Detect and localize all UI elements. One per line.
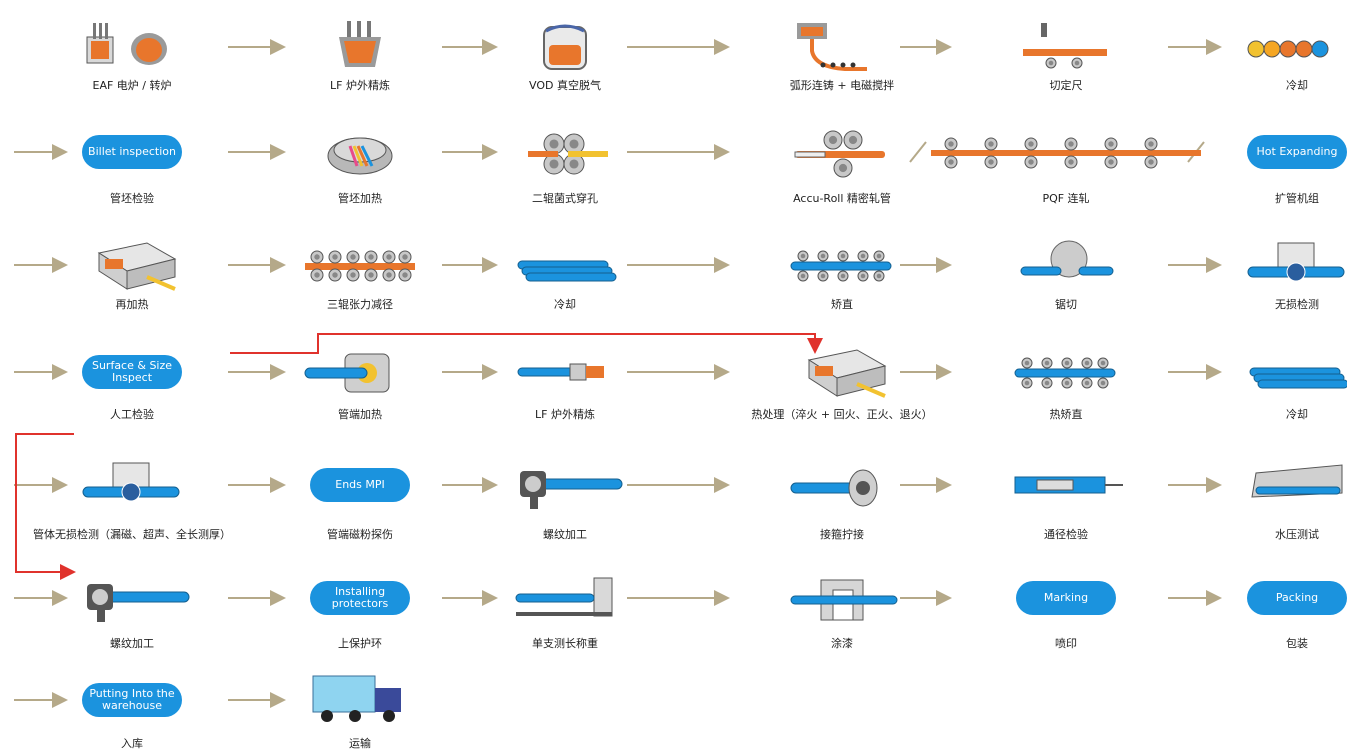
painting-icon	[790, 579, 898, 621]
process-pill: Putting Into the warehouse	[82, 683, 182, 717]
bypass-line	[15, 433, 76, 580]
process-step-label: VOD 真空脱气	[529, 79, 601, 92]
process-step-label: 单支测长称重	[532, 637, 598, 650]
process-step-label: 管端磁粉探伤	[327, 528, 393, 541]
process-step-label: 三辊张力减径	[327, 298, 393, 311]
process-step-label: 二辊菌式穿孔	[532, 192, 598, 205]
process-pill: Ends MPI	[310, 468, 410, 502]
hydro-test-icon	[1251, 464, 1343, 498]
heat-treatment-icon	[807, 349, 887, 398]
process-step-label: 冷却	[1286, 408, 1308, 421]
process-step-label: 管体无损检测（漏磁、超声、全长测厚）	[33, 528, 231, 541]
process-step-label: 管坯检验	[110, 192, 154, 205]
cooling-pipes-icon	[1249, 367, 1347, 389]
process-step-label: 入库	[121, 737, 143, 750]
process-step-label: 冷却	[1286, 79, 1308, 92]
straightening-icon	[790, 250, 892, 282]
process-step-label: 管坯加热	[338, 192, 382, 205]
cutting-icon	[1023, 23, 1107, 69]
stretch-reducing-icon	[305, 250, 415, 282]
vacuum-degassing-icon	[543, 24, 587, 70]
flow-separator	[909, 141, 927, 163]
accu-roll-icon	[794, 130, 885, 178]
process-step-label: 涂漆	[831, 637, 853, 650]
process-step-label: 运输	[349, 737, 371, 750]
saw-cutting-icon	[1020, 240, 1114, 278]
reheating-furnace-icon	[97, 242, 177, 291]
cooling-billets-icon	[1247, 40, 1329, 58]
ladle-furnace-icon	[339, 21, 381, 67]
process-step-label: LF 炉外精炼	[535, 408, 595, 421]
body-ndt-icon	[82, 462, 180, 502]
process-step-label: 喷印	[1055, 637, 1077, 650]
end-heating-icon	[304, 353, 390, 393]
process-step-label: 螺纹加工	[110, 637, 154, 650]
process-step-label: 人工检验	[110, 408, 154, 421]
process-step-label: 锯切	[1055, 298, 1077, 311]
process-step-label: 螺纹加工	[543, 528, 587, 541]
process-pill: Surface & Size Inspect	[82, 355, 182, 389]
process-step-label: 热处理（淬火 + 回火、正火、退火）	[751, 408, 933, 421]
process-pill: Marking	[1016, 581, 1116, 615]
process-step-label: 上保护环	[338, 637, 382, 650]
process-step-label: 热矫直	[1049, 408, 1083, 421]
pqf-mill-icon	[931, 137, 1201, 169]
process-step-label: LF 炉外精炼	[330, 79, 390, 92]
process-pill: Billet inspection	[82, 135, 182, 169]
process-step-label: 冷却	[554, 298, 576, 311]
ndt-icon	[1247, 242, 1345, 282]
process-step-label: 管端加热	[338, 408, 382, 421]
hot-straightening-icon	[1014, 357, 1116, 389]
coupling-makeup-icon	[790, 469, 878, 507]
process-step-label: PQF 连轧	[1042, 192, 1090, 205]
process-step-label: 接箍拧接	[820, 528, 864, 541]
continuous-casting-icon	[797, 23, 867, 71]
threading-icon	[87, 584, 190, 622]
cooling-pipes-icon	[517, 260, 617, 282]
furnace-icon	[86, 23, 167, 65]
process-step-label: EAF 电炉 / 转炉	[92, 79, 172, 92]
process-step-label: 再加热	[115, 298, 149, 311]
truck-icon	[312, 675, 401, 722]
bypass-line	[230, 333, 823, 354]
process-step-label: 水压测试	[1275, 528, 1319, 541]
process-step-label: 扩管机组	[1275, 192, 1319, 205]
drift-test-icon	[1014, 476, 1123, 494]
process-step-label: Accu-Roll 精密轧管	[793, 192, 891, 205]
process-step-label: 无损检测	[1275, 298, 1319, 311]
process-pill: Hot Expanding	[1247, 135, 1347, 169]
process-pill: Installing protectors	[310, 581, 410, 615]
weighing-icon	[515, 577, 613, 617]
process-step-label: 矫直	[831, 298, 853, 311]
process-step-label: 弧形连铸 + 电磁搅拌	[789, 79, 895, 92]
process-step-label: 包装	[1286, 637, 1308, 650]
process-step-label: 通径检验	[1044, 528, 1088, 541]
process-step-label: 切定尺	[1049, 79, 1083, 92]
process-pill: Packing	[1247, 581, 1347, 615]
threading-icon	[520, 471, 623, 509]
pipe-end-icon	[517, 363, 604, 381]
rotary-furnace-icon	[327, 137, 393, 175]
piercing-mill-icon	[528, 133, 608, 175]
